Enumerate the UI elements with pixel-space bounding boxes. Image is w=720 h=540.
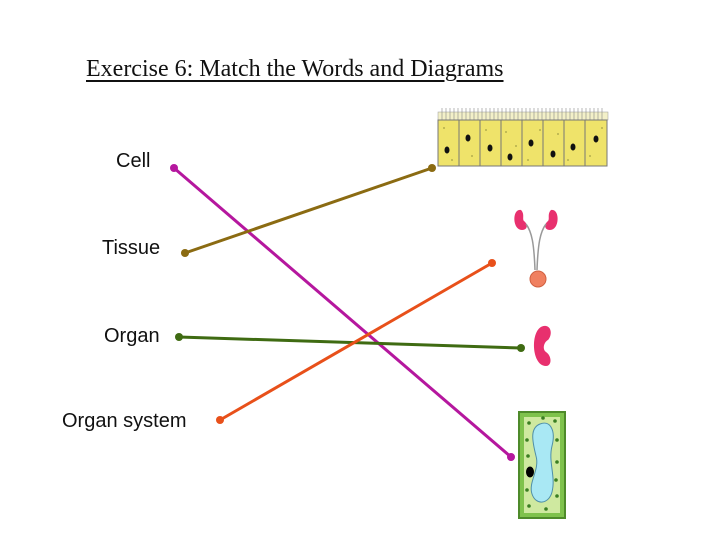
term-tissue[interactable]: Tissue	[102, 237, 161, 259]
term-cell[interactable]: Cell	[116, 150, 151, 172]
kidney-icon[interactable]	[534, 325, 551, 366]
term-organ-system[interactable]: Organ system	[62, 410, 187, 432]
term-organ[interactable]: Organ	[104, 325, 160, 347]
exercise-title: Exercise 6: Match the Words and Diagrams	[86, 56, 504, 82]
plant-cell-icon[interactable]	[518, 411, 566, 519]
epithelial-tissue-icon[interactable]	[437, 108, 609, 167]
match-line-tissue[interactable]	[181, 164, 436, 257]
match-line-organ[interactable]	[175, 333, 525, 352]
match-line-organ-system[interactable]	[216, 259, 496, 424]
match-line-cell[interactable]	[170, 164, 515, 461]
urinary-system-icon[interactable]	[514, 209, 558, 288]
